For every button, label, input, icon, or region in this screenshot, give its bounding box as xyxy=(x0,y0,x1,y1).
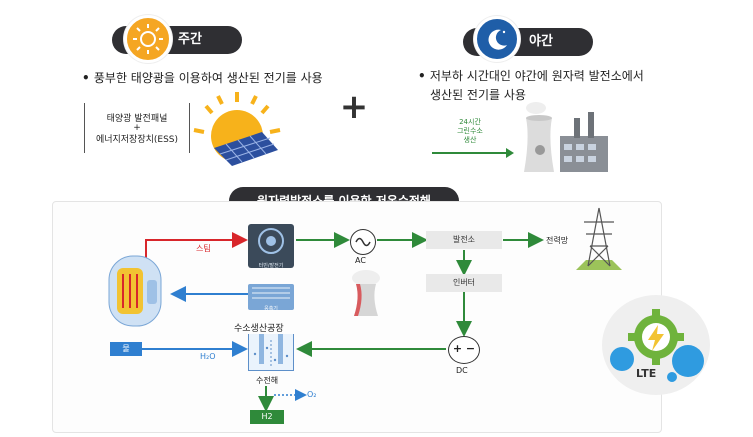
lte-label: LTE xyxy=(636,367,657,380)
night-pill-label: 야간 xyxy=(529,34,553,49)
turbine-icon: 터빈/발전기 xyxy=(248,224,294,269)
condenser-label: 응축기 xyxy=(264,306,278,312)
cooling-tower-icon xyxy=(346,268,386,318)
day-box-plus: + xyxy=(133,123,141,133)
night-bullet-line1: 저부하 시간대인 야간에 원자력 발전소에서 xyxy=(418,68,644,85)
electrolyzer-icon xyxy=(248,334,294,371)
moon-icon xyxy=(474,16,520,62)
h2o-label: H₂O xyxy=(200,352,216,361)
plus-sign: + xyxy=(339,87,369,127)
reactor-icon xyxy=(103,250,167,330)
dc-label: DC xyxy=(456,366,468,375)
grid-label: 전력망 xyxy=(546,236,569,245)
condenser-icon: 응축기 xyxy=(248,284,294,312)
day-box: 태양광 발전패널 + 에너지저장장치(ESS) xyxy=(84,103,190,153)
ac-generator-icon xyxy=(350,229,376,255)
ac-label: AC xyxy=(355,256,366,265)
arrow-label-3: 생산 xyxy=(463,136,477,144)
day-bullet: 풍부한 태양광을 이용하여 생산된 전기를 사용 xyxy=(82,70,323,87)
h2-factory-label: 수소생산공장 xyxy=(234,324,284,334)
sun-icon xyxy=(124,15,172,63)
dc-source-icon: + − xyxy=(448,336,480,364)
day-pill-label: 주간 xyxy=(178,32,202,47)
inverter-box: 인버터 xyxy=(426,274,502,292)
green-hydrogen-label: 24시간 그린수소 생산 xyxy=(448,118,492,145)
day-box-line2: 에너지저장장치(ESS) xyxy=(95,135,179,145)
arrow-label-1: 24시간 xyxy=(459,118,481,126)
solar-panel-icon xyxy=(192,88,282,168)
h2-box: H2 xyxy=(250,410,284,424)
water-box: 물 xyxy=(110,342,142,356)
arrow-label-2: 그린수소 xyxy=(457,127,483,135)
o2-label: O₂ xyxy=(307,390,317,399)
lte-badge: LTE xyxy=(602,295,710,395)
plant-box: 발전소 xyxy=(426,231,502,249)
turbine-label: 터빈/발전기 xyxy=(258,263,284,269)
transmission-tower-icon xyxy=(572,206,626,274)
nuclear-plant-icon xyxy=(514,98,614,176)
electrolysis-label: 수전해 xyxy=(256,376,279,385)
night-green-arrow xyxy=(432,148,514,158)
night-bullet-line2: 생산된 전기를 사용 xyxy=(430,88,526,102)
day-box-line1: 태양광 발전패널 xyxy=(106,114,168,124)
steam-label: 스팀 xyxy=(196,244,211,253)
